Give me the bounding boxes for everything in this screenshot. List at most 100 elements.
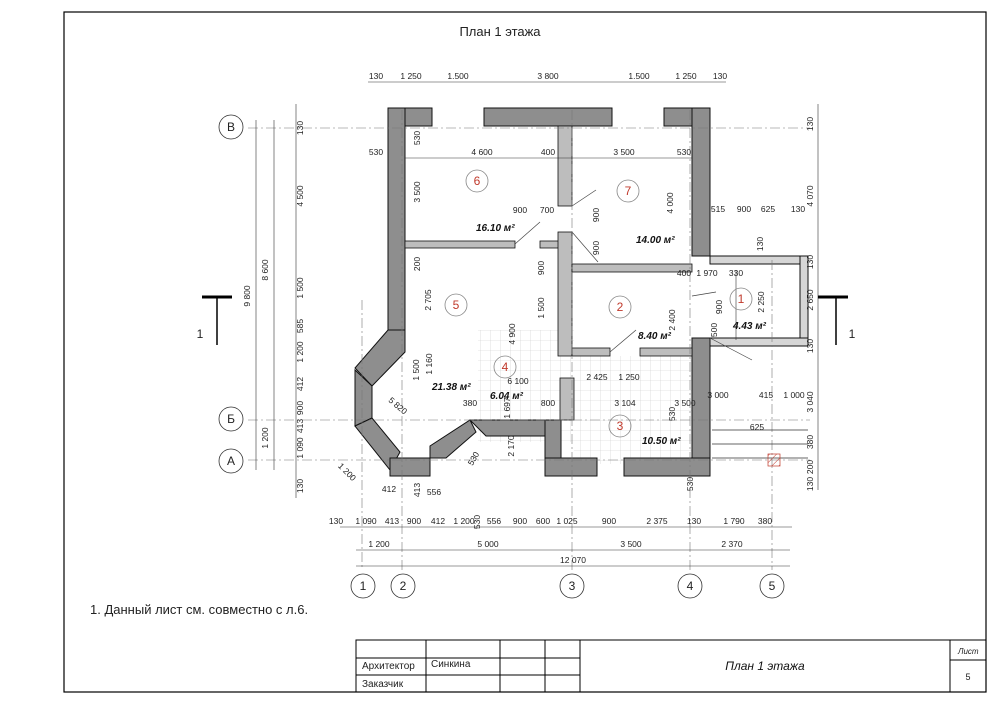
dimension-text: 130: [369, 71, 383, 81]
dimension-text: 380: [758, 516, 772, 526]
dimension-text: 412: [295, 377, 305, 391]
dimension-text: 900: [295, 401, 305, 415]
axis-label-4: 4: [687, 579, 694, 593]
dimension-lines: [255, 81, 819, 567]
dimension-text: 530: [472, 515, 482, 529]
room-area-5: 21.38 м²: [431, 382, 471, 393]
dimension-text: 2 170: [506, 435, 516, 457]
dimension-text: 413: [295, 419, 305, 433]
dimension-text: 1 200: [368, 539, 390, 549]
entrance-steps: [712, 429, 808, 467]
dimension-text: 4 900: [507, 323, 517, 345]
sheet-number-label: Лист: [957, 647, 979, 656]
grid-axis-lines: [248, 110, 810, 570]
dimension-text: 130: [805, 477, 815, 491]
dimension-text: 1 025: [556, 516, 578, 526]
room-number-4: 4: [502, 360, 509, 374]
dimension-text: 2 370: [721, 539, 743, 549]
external-walls: [354, 107, 711, 477]
section-label-right: 1: [849, 327, 856, 341]
dimension-text: 3 500: [620, 539, 642, 549]
dimension-text: 130: [805, 339, 815, 353]
section-cut-ticks: [216, 297, 837, 345]
dimension-text: 413: [412, 483, 422, 497]
dimension-text: 1 090: [355, 516, 377, 526]
dimension-text: 413: [385, 516, 399, 526]
dimension-text: 400: [677, 268, 691, 278]
dimension-text: 412: [431, 516, 445, 526]
tile-floor-room-3: [574, 356, 698, 464]
sheet-title: План 1 этажа: [459, 24, 541, 39]
dimension-text: 625: [750, 422, 764, 432]
dimension-text: 3 040: [805, 391, 815, 413]
dimension-text: 330: [729, 268, 743, 278]
dimension-text: 130: [755, 237, 765, 251]
dimension-text: 130: [295, 479, 305, 493]
dimension-text: 380: [463, 398, 477, 408]
dimension-text: 1 697: [502, 397, 512, 419]
dimension-text: 8 600: [260, 259, 270, 281]
dimension-text: 1 500: [295, 277, 305, 299]
room-area-3: 10.50 м²: [642, 436, 681, 447]
dimension-text: 3 500: [674, 398, 696, 408]
dimension-text: 1.500: [628, 71, 650, 81]
dimension-text: 900: [407, 516, 421, 526]
room-area-1: 4.43 м²: [732, 321, 767, 332]
dimension-text: 4 000: [665, 192, 675, 214]
dimension-text: 1 250: [675, 71, 697, 81]
dimension-text: 515: [711, 204, 725, 214]
dimension-text: 530: [667, 407, 677, 421]
dimension-text: 585: [295, 319, 305, 333]
dimension-text: 900: [602, 516, 616, 526]
dimension-text: 3 500: [412, 181, 422, 203]
dimension-text: 1 000: [783, 390, 805, 400]
dimension-text: 556: [427, 487, 441, 497]
internal-partitions: [404, 125, 693, 421]
dimension-text: 1 250: [400, 71, 422, 81]
dimension-text: 1 500: [536, 297, 546, 319]
dimension-text: 2 425: [586, 372, 608, 382]
dimension-text: 2 650: [805, 289, 815, 311]
dimension-text: 200: [805, 460, 815, 474]
dimension-text: 4 500: [295, 185, 305, 207]
dimension-text: 12 070: [560, 555, 586, 565]
dimension-text: 5 820: [387, 395, 410, 417]
room-area-4: 6.04 м²: [490, 391, 524, 402]
axis-label-2: 2: [400, 579, 407, 593]
dimension-text: 900: [737, 204, 751, 214]
dimension-text: 130: [329, 516, 343, 526]
dimension-text: 130: [713, 71, 727, 81]
room-number-5: 5: [453, 298, 460, 312]
sheet-number: 5: [965, 672, 970, 682]
room-number-6: 6: [474, 174, 481, 188]
room-number-7: 7: [625, 184, 632, 198]
dimension-text: 2 400: [667, 309, 677, 331]
dimension-text: 412: [382, 484, 396, 494]
customer-label: Заказчик: [362, 679, 404, 690]
dimension-text: 1 970: [696, 268, 718, 278]
dimension-text: 4 070: [805, 185, 815, 207]
dimension-text: 130: [805, 255, 815, 269]
architect-label: Архитектор: [362, 661, 415, 672]
dimension-text: 130: [687, 516, 701, 526]
dimension-text: 556: [487, 516, 501, 526]
dimension-text: 1 090: [295, 437, 305, 459]
dimension-text: 530: [369, 147, 383, 157]
dimension-text: 3 000: [707, 390, 729, 400]
dimension-text: 530: [677, 147, 691, 157]
dimension-text: 130: [805, 117, 815, 131]
dimension-text: 200: [412, 257, 422, 271]
dimension-text: 530: [685, 477, 695, 491]
dimension-text: 2 705: [423, 289, 433, 311]
dimension-text: 3 500: [613, 147, 635, 157]
dimension-text: 1 200: [260, 427, 270, 449]
dimension-text: 1 500: [411, 359, 421, 381]
dimension-text: 3 104: [614, 398, 636, 408]
dimension-text: 900: [591, 208, 601, 222]
dimension-text: 2 375: [646, 516, 668, 526]
dimension-text: 900: [591, 241, 601, 255]
axis-label-1: 1: [360, 579, 367, 593]
room-area-6: 16.10 м²: [476, 223, 515, 234]
